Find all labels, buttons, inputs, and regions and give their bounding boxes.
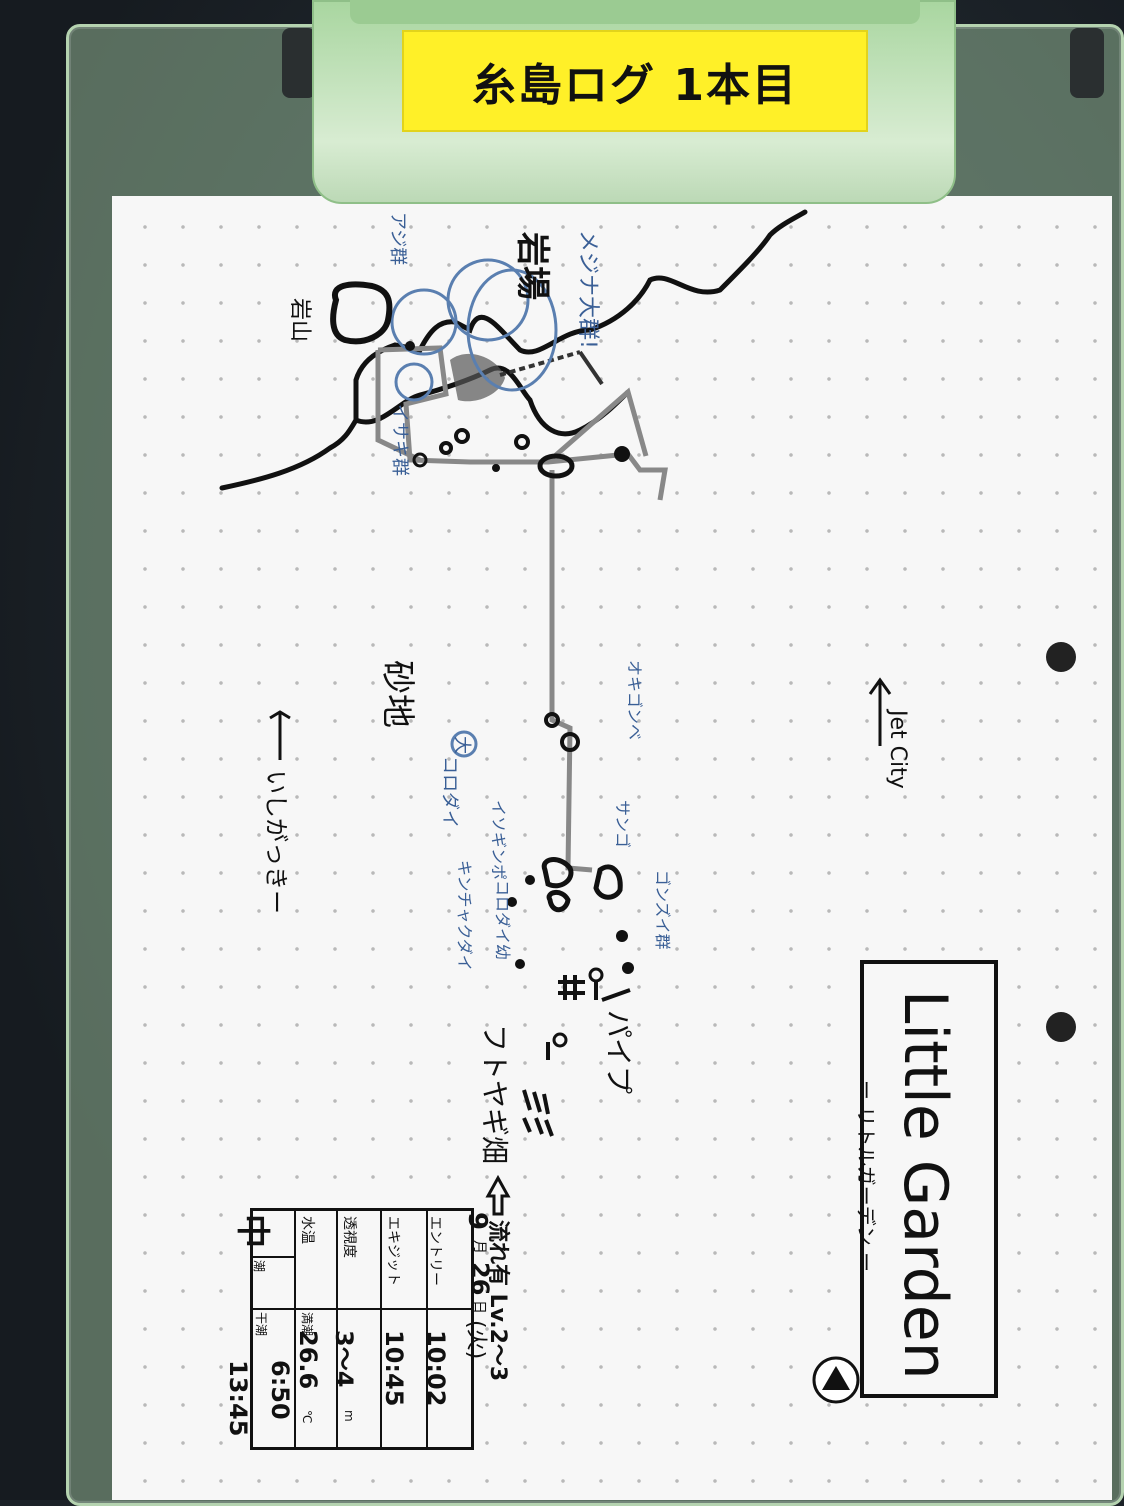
school-circle-2: [466, 268, 558, 392]
label-isaki: イサキ群: [389, 404, 410, 476]
dive-log-table: [250, 1208, 474, 1450]
log-visibility-label: 透視度: [341, 1216, 357, 1258]
rock-dot-1: [525, 875, 535, 885]
rock-dot-2: [507, 897, 517, 907]
log-entry-time: 10:02: [422, 1330, 450, 1407]
sea-whip-field: [522, 1089, 554, 1137]
log-day-label: 日: [471, 1300, 487, 1314]
clip-hinge-right: [1070, 28, 1104, 98]
boulder-4: [454, 428, 470, 444]
mejina-marker: [499, 350, 581, 377]
boulder-5: [439, 441, 453, 455]
binder-hole-top: [1046, 642, 1076, 672]
binder-hole-bottom: [1046, 1012, 1076, 1042]
label-tai: 大: [451, 736, 472, 754]
page-title: Little Garden: [890, 990, 960, 1380]
route-main: [549, 470, 593, 873]
clip-lever: [350, 0, 920, 24]
shade-rocks: [450, 353, 505, 402]
rock-mid-2: [560, 732, 580, 752]
boulder-3: [492, 464, 500, 472]
label-mejina: メジナ大群!: [575, 230, 600, 349]
label-ishigakki: いしがっきー: [262, 770, 290, 914]
title-box: [860, 960, 998, 1398]
mejina-pointer: [578, 350, 604, 386]
label-jet-city: Jet City: [885, 710, 910, 789]
pipe-ring-2: [552, 1032, 568, 1048]
label-aji: アジ群: [387, 212, 408, 266]
log-tide-label: 潮: [252, 1260, 266, 1273]
label-kinchaku: キンチャクダイ: [455, 860, 474, 971]
boulder-2: [514, 434, 530, 450]
label-tape: 糸島ログ 1本目: [402, 30, 868, 132]
rock-dot-3: [616, 930, 628, 942]
log-water-temp-label: 水温: [299, 1216, 315, 1244]
dive-point-triangle: [822, 1366, 850, 1390]
pipe-marks: [546, 975, 631, 1060]
label-iwayama: 岩山: [287, 298, 312, 343]
log-low-tide: 13:45: [224, 1360, 252, 1437]
log-high-tide-label: 満潮: [300, 1312, 314, 1337]
label-isogin: イソギンポ: [489, 800, 508, 881]
label-okiyoko: オキゴンベ: [625, 660, 644, 741]
label-iwaba: 岩場: [512, 232, 552, 300]
label-sunachi: 砂地: [377, 660, 417, 728]
clip-hinge-left: [282, 28, 316, 98]
rock-dot-4: [622, 962, 634, 974]
exit-point: [412, 452, 428, 468]
log-entry-label: エントリー: [427, 1216, 443, 1286]
log-table-grid: [253, 1211, 471, 1447]
route-upper: [377, 345, 668, 501]
log-low-tide-label: 干潮: [254, 1312, 268, 1337]
boulder-1: [537, 453, 575, 479]
label-pipe: パイプ: [602, 1010, 635, 1095]
label-futoyagi: フトヤギ畑: [478, 1024, 511, 1165]
entry-point: [405, 341, 415, 351]
log-day: 26: [466, 1262, 494, 1296]
log-month: 9: [462, 1212, 492, 1231]
log-visibility-unit: m: [342, 1410, 356, 1422]
log-high-tide: 6:50: [266, 1360, 294, 1420]
school-circle-3: [390, 288, 458, 356]
log-tide: 中: [232, 1214, 272, 1248]
rock-mid-1: [544, 712, 560, 728]
log-weekday: (火): [463, 1320, 488, 1360]
log-exit-label: エキジット: [385, 1216, 401, 1286]
rock-mountain: [330, 281, 393, 345]
big-rock-cluster: [541, 857, 623, 913]
log-exit-time: 10:45: [380, 1330, 408, 1407]
page-subtitle: ー リトルガーデン ー: [854, 1080, 878, 1273]
label-sanago: サンゴ: [613, 800, 632, 849]
school-circle-4: [394, 362, 434, 402]
coastline: [219, 209, 808, 491]
jet-city-arrow-icon: [868, 677, 892, 746]
ishigakki-arrow-icon: [269, 710, 291, 760]
big-fish-circle: [450, 730, 478, 758]
label-koro-dai: コロダイ: [439, 756, 460, 828]
log-month-label: 月: [471, 1240, 487, 1254]
log-water-temp-unit: ℃: [300, 1410, 314, 1424]
route-east: [546, 387, 649, 464]
current-arrow-icon: [485, 1174, 511, 1216]
rock-dot-5: [515, 959, 525, 969]
log-water-temp: 26.6: [294, 1330, 322, 1390]
label-gonzui: ゴンズイ群: [653, 870, 672, 950]
label-kurodai: コロダイ幼: [493, 880, 512, 961]
pipe-ring-1: [588, 967, 604, 983]
log-visibility: 3〜4: [330, 1330, 358, 1388]
route-loop: [375, 350, 422, 463]
buoy-marker: [614, 446, 630, 462]
